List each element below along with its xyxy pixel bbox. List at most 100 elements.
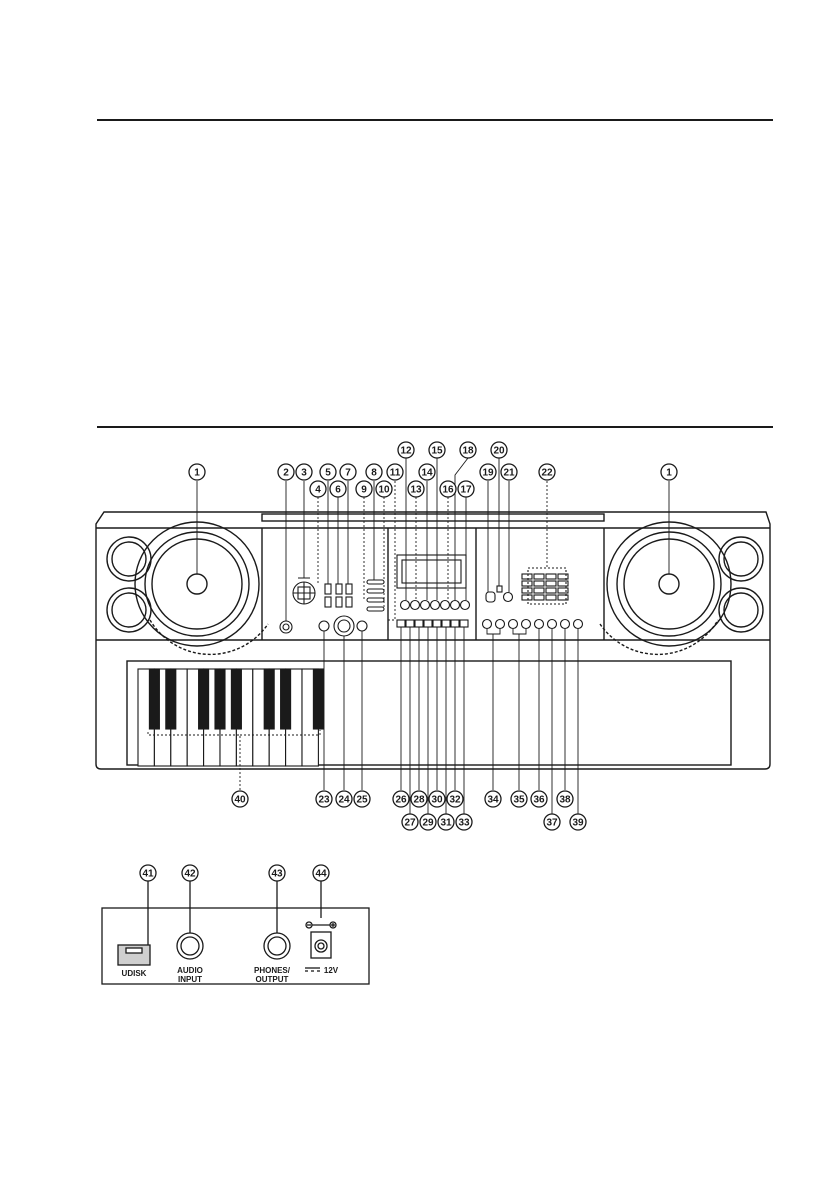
callout-number: 9: [361, 485, 367, 496]
power-label: 12V: [324, 966, 339, 975]
callout-number: 30: [431, 795, 443, 806]
callout-c24: 24: [336, 791, 352, 807]
callout-c21: 21: [501, 464, 517, 480]
callout-c3: 3: [296, 464, 312, 480]
callout-number: 24: [338, 795, 350, 806]
callout-c32: 32: [447, 791, 463, 807]
right-speaker: [600, 522, 763, 654]
callout-c27: 27: [402, 814, 418, 830]
callout-number: 5: [325, 468, 331, 479]
callout-c15: 15: [429, 442, 445, 458]
callout-c42: 42: [182, 865, 198, 881]
callout-c25: 25: [354, 791, 370, 807]
left-controls: [280, 580, 384, 636]
callout-number: 33: [458, 818, 470, 829]
callout-c9: 9: [356, 481, 372, 497]
callout-c28: 28: [411, 791, 427, 807]
callout-c16: 16: [440, 481, 456, 497]
black-key: [231, 669, 241, 729]
callout-c4: 4: [310, 481, 326, 497]
callout-c31: 31: [438, 814, 454, 830]
callout-number: 43: [271, 869, 283, 880]
black-key: [215, 669, 225, 729]
callout-number: 27: [404, 818, 416, 829]
callout-number: 1: [194, 468, 200, 479]
callout-number: 16: [442, 485, 454, 496]
audio-input-label-line1: AUDIO: [177, 966, 203, 975]
callout-c19: 19: [480, 464, 496, 480]
phones-output-label-line1: PHONES/: [254, 966, 291, 975]
black-key: [166, 669, 176, 729]
callout-number: 14: [421, 468, 433, 479]
callout-number: 22: [541, 468, 553, 479]
callout-number: 38: [559, 795, 571, 806]
callout-number: 36: [533, 795, 545, 806]
callout-number: 4: [315, 485, 321, 496]
callout-speaker_left: 1: [189, 464, 205, 480]
callout-number: 31: [440, 818, 452, 829]
callout-c29: 29: [420, 814, 436, 830]
callout-number: 3: [301, 468, 307, 479]
callout-number: 18: [462, 446, 474, 457]
callout-c38: 38: [557, 791, 573, 807]
black-key: [149, 669, 159, 729]
udisk-label: UDISK: [122, 969, 147, 978]
callout-c14: 14: [419, 464, 435, 480]
callout-c35: 35: [511, 791, 527, 807]
callout-number: 34: [487, 795, 499, 806]
callout-c30: 30: [429, 791, 445, 807]
lcd-panel: [397, 555, 470, 627]
callout-number: 42: [184, 869, 196, 880]
callout-c20: 20: [491, 442, 507, 458]
callout-number: 32: [449, 795, 461, 806]
callout-c26: 26: [393, 791, 409, 807]
callout-c13: 13: [408, 481, 424, 497]
callout-c17: 17: [458, 481, 474, 497]
callout-c2: 2: [278, 464, 294, 480]
callout-number: 1: [666, 468, 672, 479]
callout-c43: 43: [269, 865, 285, 881]
callout-number: 17: [460, 485, 472, 496]
callout-c33: 33: [456, 814, 472, 830]
rear-panel-labels: UDISK AUDIO INPUT PHONES/ OUTPUT 12V: [122, 966, 339, 984]
callout-c10: 10: [376, 481, 392, 497]
callout-number: 10: [378, 485, 390, 496]
callout-c7: 7: [340, 464, 356, 480]
black-key: [199, 669, 209, 729]
callout-number: 2: [283, 468, 289, 479]
callout-number: 29: [422, 818, 434, 829]
callout-c36: 36: [531, 791, 547, 807]
callout-c18: 18: [460, 442, 476, 458]
callout-number: 19: [482, 468, 494, 479]
callout-c39: 39: [570, 814, 586, 830]
callout-c12: 12: [398, 442, 414, 458]
callout-speaker_right: 1: [661, 464, 677, 480]
piano-keys: [138, 669, 323, 766]
callout-c23: 23: [316, 791, 332, 807]
callout-number: 13: [410, 485, 422, 496]
callout-number: 23: [318, 795, 330, 806]
callout-number: 8: [371, 468, 377, 479]
callout-number: 44: [315, 869, 327, 880]
callout-number: 25: [356, 795, 368, 806]
left-speaker: [107, 522, 268, 654]
callout-c22: 22: [539, 464, 555, 480]
callout-number: 15: [431, 446, 443, 457]
audio-input-label-line2: INPUT: [178, 975, 202, 984]
black-key: [264, 669, 274, 729]
callout-number: 40: [234, 795, 246, 806]
callout-number: 20: [493, 446, 505, 457]
black-key: [313, 669, 323, 729]
callout-c8: 8: [366, 464, 382, 480]
callout-number: 7: [345, 468, 351, 479]
callout-c11: 11: [387, 464, 403, 480]
callout-c40: 40: [232, 791, 248, 807]
callout-c41: 41: [140, 865, 156, 881]
callout-c5: 5: [320, 464, 336, 480]
callout-number: 39: [572, 818, 584, 829]
black-key: [281, 669, 291, 729]
right-controls: [483, 568, 583, 629]
callout-c6: 6: [330, 481, 346, 497]
callout-number: 26: [395, 795, 407, 806]
